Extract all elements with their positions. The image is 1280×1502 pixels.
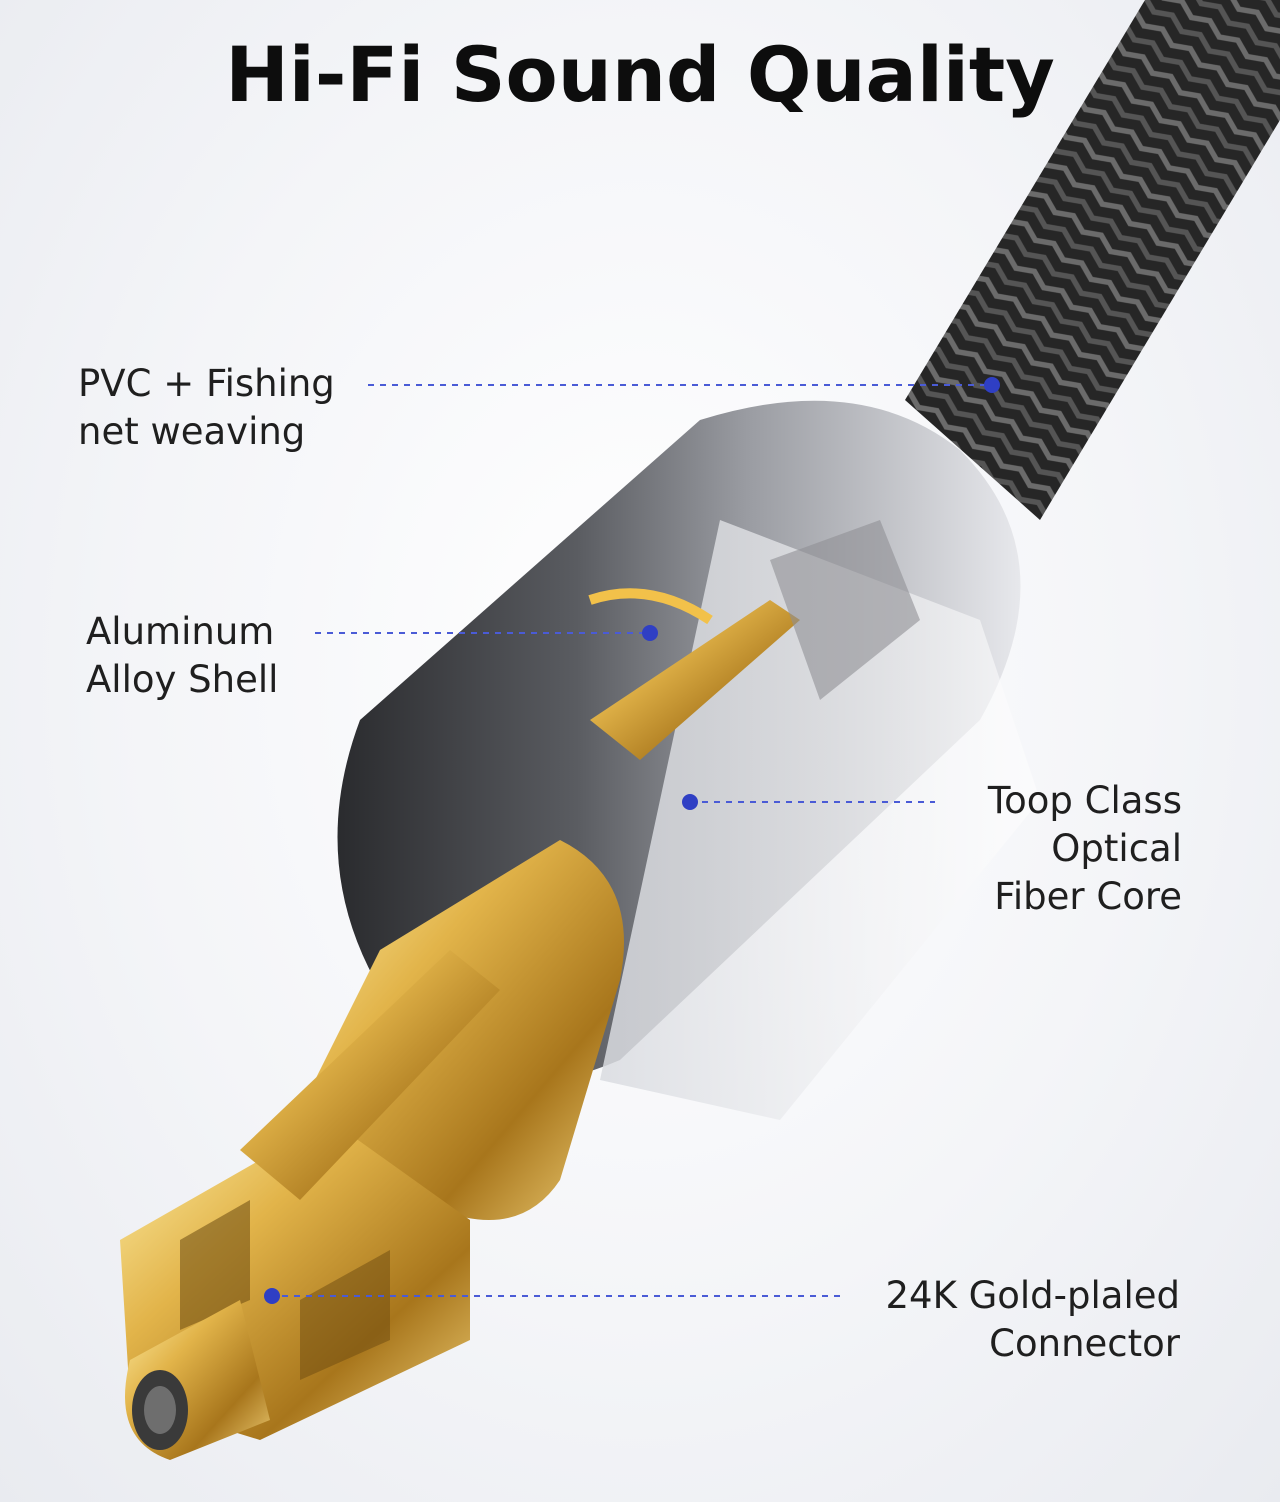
- callout-connector: 24K Gold-plaled Connector: [885, 1272, 1180, 1368]
- callout-fiber-line1: Toop Class: [987, 779, 1182, 822]
- callout-shell: Aluminum Alloy Shell: [86, 608, 278, 704]
- callout-dot: [264, 1288, 280, 1304]
- callout-fiber: Toop Class Optical Fiber Core: [988, 777, 1182, 921]
- callout-dot: [984, 377, 1000, 393]
- callout-braid-line2: net weaving: [78, 410, 306, 453]
- callout-connector-line1: 24K Gold-plaled: [885, 1274, 1180, 1317]
- callout-braid: PVC + Fishing net weaving: [78, 360, 335, 456]
- callout-fiber-line3: Fiber Core: [994, 875, 1182, 918]
- callout-braid-line1: PVC + Fishing: [78, 362, 335, 405]
- callout-shell-line1: Aluminum: [86, 610, 275, 653]
- callout-dot: [682, 794, 698, 810]
- page-title: Hi-Fi Sound Quality: [225, 30, 1055, 119]
- braided-cable: [905, 0, 1280, 520]
- callout-connector-line2: Connector: [989, 1322, 1180, 1365]
- fiber-core: [590, 600, 800, 760]
- gold-connector: [300, 840, 624, 1220]
- callout-dot: [642, 625, 658, 641]
- callout-shell-line2: Alloy Shell: [86, 658, 279, 701]
- callout-fiber-line2: Optical: [1051, 827, 1182, 870]
- leader-lines: [270, 384, 990, 1297]
